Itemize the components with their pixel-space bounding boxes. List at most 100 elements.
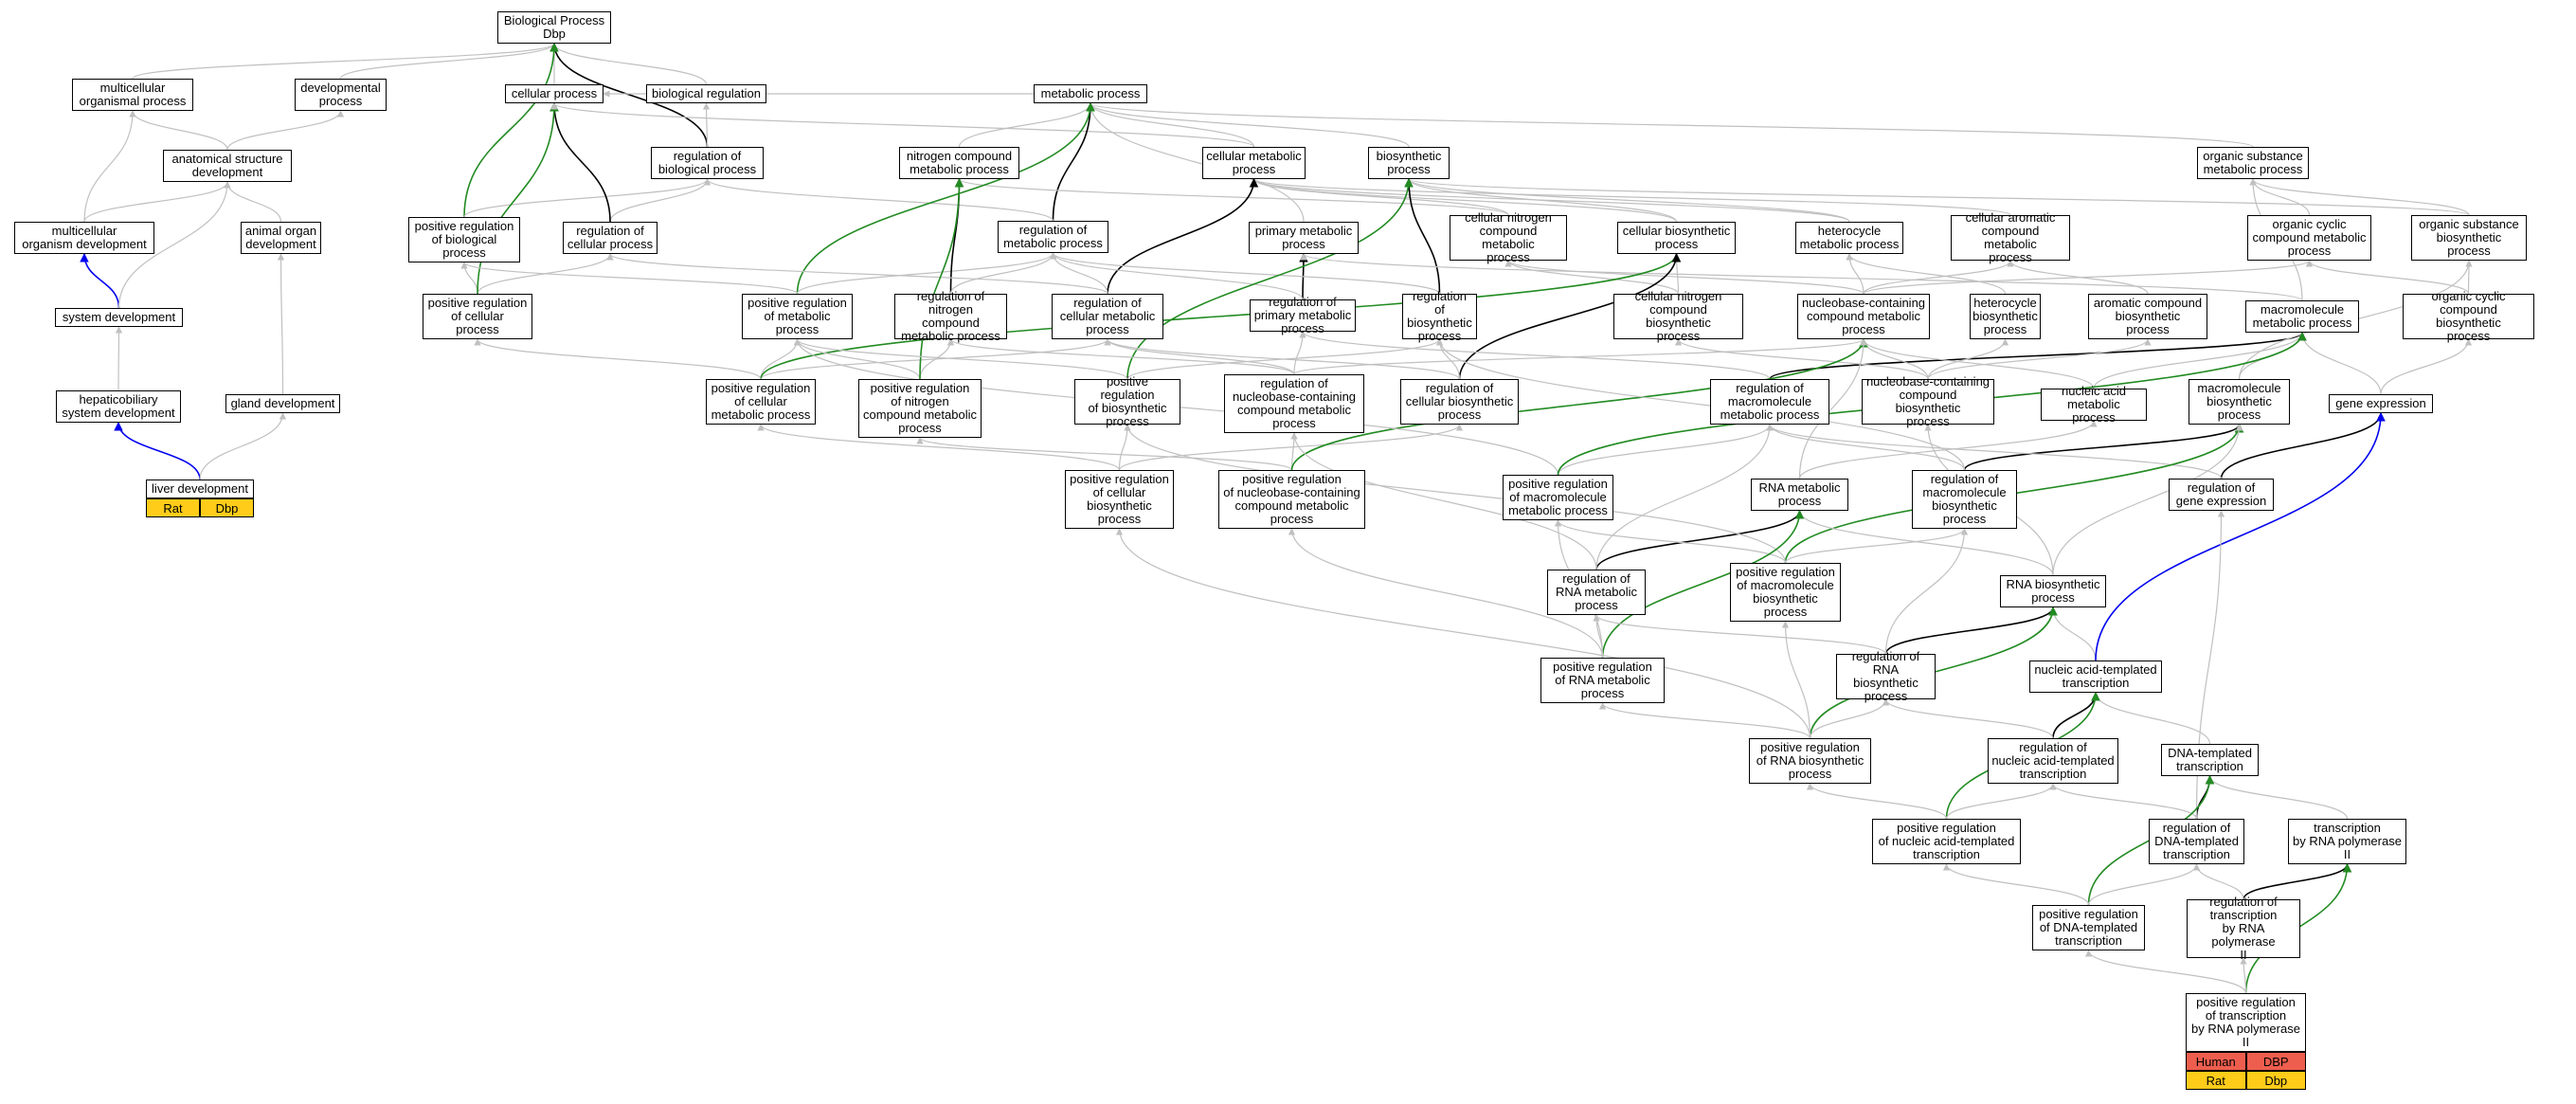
go-term-mmp[interactable]: macromolecule metabolic process <box>2245 300 2359 333</box>
edge-mod-to-asd <box>83 181 231 223</box>
go-term-prrnabp[interactable]: positive regulation of RNA biosynthetic … <box>1749 738 1871 784</box>
go-term-ncmp[interactable]: nitrogen compound metabolic process <box>899 147 1019 179</box>
go-term-nccmp[interactable]: nucleobase-containing compound metabolic… <box>1797 294 1930 339</box>
edge-rncmp-to-rmp <box>949 252 1057 295</box>
go-term-rpmp[interactable]: regulation of primary metabolic process <box>1250 296 1356 335</box>
go-term-cncmp[interactable]: cellular nitrogen compound metabolic pro… <box>1450 211 1567 264</box>
go-term-dtt[interactable]: DNA-templated transcription <box>2161 744 2259 776</box>
edge-prbp-to-bp <box>463 43 559 218</box>
go-term-bp[interactable]: Biological Process Dbp <box>497 11 611 44</box>
go-term-osbp[interactable]: organic substance biosynthetic process <box>2411 215 2527 261</box>
go-term-prcmp[interactable]: positive regulation of cellular metaboli… <box>706 379 816 425</box>
go-term-rdtt[interactable]: regulation of DNA-templated transcriptio… <box>2149 819 2244 864</box>
go-term-sd[interactable]: system development <box>55 308 183 327</box>
go-term-asd[interactable]: anatomical structure development <box>163 150 292 182</box>
edge-dtt-to-natt <box>2092 692 2211 745</box>
go-term-natt[interactable]: nucleic acid-templated transcription <box>2029 661 2162 693</box>
go-term-rcp[interactable]: regulation of cellular process <box>563 222 658 254</box>
edge-nccmp-to-hmp <box>1846 253 1864 295</box>
go-term-ld[interactable]: liver development <box>146 480 254 498</box>
edge-rnabp-to-mbp <box>2052 424 2243 576</box>
go-term-prmmp[interactable]: positive regulation of macromolecule met… <box>1503 475 1613 520</box>
edge-prmmp-to-rmmp <box>1557 424 1774 476</box>
go-term-hsd[interactable]: hepaticobiliary system development <box>56 390 181 423</box>
edge-rcbp-to-rbsp <box>1435 338 1461 380</box>
go-term-prdtt[interactable]: positive regulation of DNA-templated tra… <box>2032 905 2145 950</box>
go-term-rge[interactable]: regulation of gene expression <box>2169 479 2274 511</box>
go-term-acbp[interactable]: aromatic compound biosynthetic process <box>2088 294 2207 339</box>
go-term-ge[interactable]: gene expression <box>2329 394 2433 413</box>
edge-prrnamp-to-rnamp <box>1601 510 1805 659</box>
go-term-dp[interactable]: developmental process <box>295 79 387 111</box>
edge-prnatt-to-rnatt <box>1945 783 2057 820</box>
go-term-trp2[interactable]: transcription by RNA polymerase II <box>2288 819 2406 864</box>
edge-rmbp-to-mbp <box>1963 424 2244 471</box>
go-term-cmp[interactable]: cellular metabolic process <box>1202 147 1306 179</box>
edge-ld-to-gd <box>199 412 287 480</box>
annotation-cell: Human <box>2186 1052 2246 1071</box>
edge-prcmp-to-cbp <box>760 253 1682 380</box>
go-term-bsp[interactable]: biosynthetic process <box>1368 147 1450 179</box>
edge-cncmp-to-ncmp <box>956 178 1509 216</box>
go-term-prmbp[interactable]: positive regulation of macromolecule bio… <box>1730 563 1841 622</box>
go-term-prrnamp[interactable]: positive regulation of RNA metabolic pro… <box>1540 658 1665 703</box>
go-term-mbp[interactable]: macromolecule biosynthetic process <box>2189 379 2290 425</box>
go-term-rnccmp[interactable]: regulation of nucleobase-containing comp… <box>1224 374 1364 433</box>
go-term-aod[interactable]: animal organ development <box>241 222 321 254</box>
edge-hsd-to-sd <box>115 326 123 391</box>
go-term-cbp[interactable]: cellular biosynthetic process <box>1617 222 1736 254</box>
go-term-prtrp2[interactable]: positive regulation of transcription by … <box>2186 993 2306 1052</box>
go-term-prbp[interactable]: positive regulation of biological proces… <box>408 217 520 262</box>
go-term-rrnamp[interactable]: regulation of RNA metabolic process <box>1547 570 1646 615</box>
go-term-rnamp[interactable]: RNA metabolic process <box>1751 479 1848 511</box>
go-term-rmmp[interactable]: regulation of macromolecule metabolic pr… <box>1710 379 1829 425</box>
go-term-prmp[interactable]: positive regulation of metabolic process <box>742 294 853 339</box>
go-term-rcbp[interactable]: regulation of cellular biosynthetic proc… <box>1400 379 1519 425</box>
edge-ld-to-hsd <box>114 422 201 480</box>
edge-rcp-to-cp <box>549 102 611 223</box>
go-term-prnccmp[interactable]: positive regulation of nucleobase-contai… <box>1218 470 1365 529</box>
go-term-rbp[interactable]: regulation of biological process <box>651 147 764 179</box>
go-term-hmp[interactable]: heterocycle metabolic process <box>1795 222 1903 254</box>
go-term-occbp[interactable]: organic cyclic compound biosynthetic pro… <box>2403 290 2534 343</box>
go-term-pmp[interactable]: primary metabolic process <box>1249 222 1359 254</box>
edge-occbp-to-occmp <box>2305 260 2470 295</box>
go-term-prcp[interactable]: positive regulation of cellular process <box>423 294 532 339</box>
go-term-mop[interactable]: multicellular organismal process <box>72 79 193 111</box>
go-term-cacmp[interactable]: cellular aromatic compound metabolic pro… <box>1951 211 2070 264</box>
go-term-mp[interactable]: metabolic process <box>1034 84 1147 103</box>
edge-rbsp-to-bsp <box>1404 178 1441 295</box>
edge-prnatt-to-prrnabp <box>1806 783 1948 820</box>
go-term-rnatt[interactable]: regulation of nucleic acid-templated tra… <box>1988 738 2118 784</box>
edge-natt-to-ge <box>2095 412 2386 661</box>
edge-cacmp-to-cmp <box>1251 178 2011 216</box>
edge-rrnabp-to-rmbp <box>1884 528 1969 655</box>
go-term-nccbp[interactable]: nucleobase-containing compound biosynthe… <box>1862 375 1994 428</box>
go-term-osmp[interactable]: organic substance metabolic process <box>2197 147 2309 179</box>
go-term-namp[interactable]: nucleic acid metabolic process <box>2041 385 2147 425</box>
go-term-rbsp[interactable]: regulation of biosynthetic process <box>1402 290 1477 343</box>
go-term-gd[interactable]: gland development <box>225 394 340 413</box>
go-term-rncmp[interactable]: regulation of nitrogen compound metaboli… <box>894 290 1007 343</box>
go-term-rtrp2[interactable]: regulation of transcription by RNA polym… <box>2187 896 2300 962</box>
go-term-rnabp[interactable]: RNA biosynthetic process <box>2000 575 2106 607</box>
go-term-rmp[interactable]: regulation of metabolic process <box>998 221 1108 253</box>
go-term-occmp[interactable]: organic cyclic compound metabolic proces… <box>2247 215 2371 261</box>
edge-prcp-to-cp <box>477 102 559 295</box>
edge-pmp-to-mp <box>1087 102 1305 223</box>
go-term-hbp[interactable]: heterocycle biosynthetic process <box>1970 294 2041 339</box>
go-term-rcmp[interactable]: regulation of cellular metabolic process <box>1052 294 1163 339</box>
go-term-prbsp[interactable]: positive regulation of biosynthetic proc… <box>1074 375 1180 428</box>
edge-prmbp-to-rmbp <box>1784 528 1969 564</box>
edge-rcmp-to-rmp <box>1049 252 1108 295</box>
edge-hmp-to-bsp <box>1405 178 1850 223</box>
go-term-prncmp[interactable]: positive regulation of nitrogen compound… <box>858 379 982 438</box>
go-term-breg[interactable]: biological regulation <box>646 84 766 103</box>
go-term-cncbp[interactable]: cellular nitrogen compound biosynthetic … <box>1613 290 1743 343</box>
go-term-mod[interactable]: multicellular organism development <box>14 222 154 254</box>
go-term-prnatt[interactable]: positive regulation of nucleic acid-temp… <box>1872 819 2021 864</box>
go-term-rmbp[interactable]: regulation of macromolecule biosynthetic… <box>1912 470 2017 529</box>
go-term-cp[interactable]: cellular process <box>505 84 603 103</box>
go-term-prcbp[interactable]: positive regulation of cellular biosynth… <box>1065 470 1174 529</box>
go-term-rrnabp[interactable]: regulation of RNA biosynthetic process <box>1836 650 1936 703</box>
